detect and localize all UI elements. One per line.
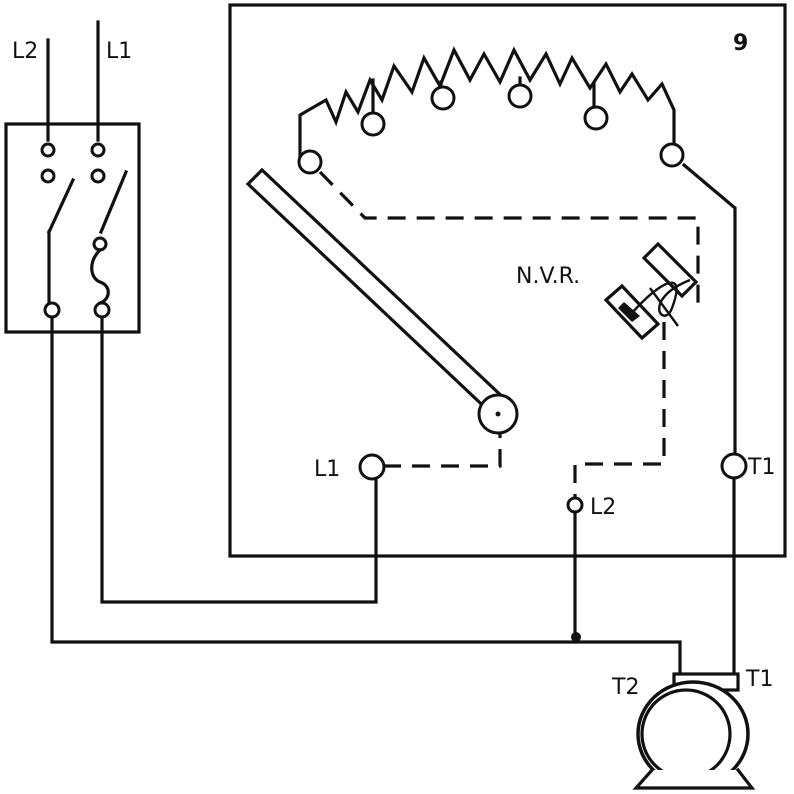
starter-l2-label: L2: [590, 495, 616, 520]
nvr-coil: [603, 241, 699, 341]
fuse-symbol: [90, 247, 110, 305]
switch-blade-left: [46, 177, 76, 235]
terminal-l1[interactable]: [358, 453, 386, 481]
external-wiring: [50, 315, 736, 682]
supply-l1-label: L1: [106, 39, 132, 64]
starter-t1-label: T1: [747, 455, 775, 480]
starter-terminals: [358, 452, 748, 514]
internal-wiring-dashed: [318, 170, 700, 498]
corner-mark: 9: [733, 31, 748, 56]
starter-l1-label: L1: [314, 457, 340, 482]
resistor-taps: [297, 83, 685, 175]
supply-l2-label: L2: [12, 39, 38, 64]
disconnect-switch: [4, 122, 141, 334]
nvr-label: N.V.R.: [516, 264, 580, 289]
motor-t2-label: T2: [611, 675, 639, 700]
starter-arm[interactable]: [245, 167, 519, 435]
terminal-l2[interactable]: [566, 496, 584, 514]
internal-wiring-solid: [681, 162, 737, 454]
supply-lines: [46, 20, 100, 142]
switch-blade-right: [98, 169, 129, 235]
disconnect-switch-enclosure: [4, 122, 141, 334]
starting-resistor: [298, 46, 676, 160]
motor: [632, 672, 756, 790]
starter-enclosure: [228, 3, 787, 558]
motor-t1-label: T1: [745, 667, 773, 692]
terminal-t1[interactable]: [720, 452, 748, 480]
